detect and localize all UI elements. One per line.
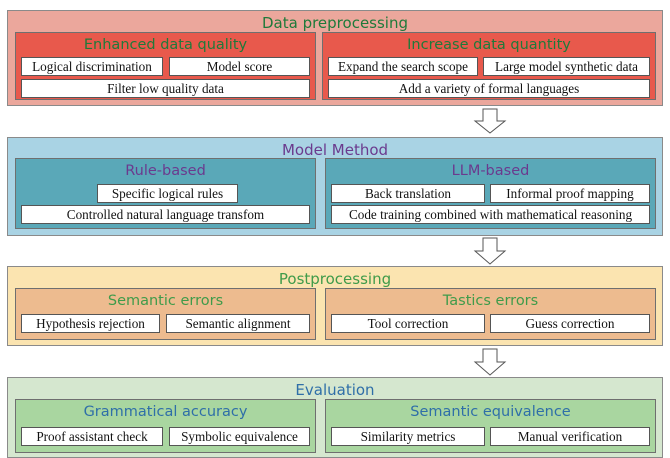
- subsection-title-semantic-equivalence: Semantic equivalence: [410, 404, 571, 420]
- subsection-title-increase-data-quantity: Increase data quantity: [407, 37, 571, 53]
- box-tool-correction: Tool correction: [331, 314, 485, 333]
- box-semantic-alignment: Semantic alignment: [166, 314, 310, 333]
- box-hypothesis-rejection: Hypothesis rejection: [21, 314, 160, 333]
- box-informal-proof-mapping: Informal proof mapping: [490, 184, 650, 203]
- box-specific-logical-rules: Specific logical rules: [97, 184, 238, 203]
- box-large-model-synthetic-data: Large model synthetic data: [483, 57, 650, 76]
- subsection-title-semantic-errors: Semantic errors: [107, 293, 224, 309]
- box-back-translation: Back translation: [331, 184, 485, 203]
- section-title-model-method: Model Method: [281, 141, 389, 159]
- box-guess-correction: Guess correction: [490, 314, 650, 333]
- box-manual-verification: Manual verification: [490, 427, 650, 446]
- box-filter-low-quality-data: Filter low quality data: [21, 79, 310, 98]
- subsection-title-rule-based: Rule-based: [125, 163, 206, 179]
- section-title-postprocessing: Postprocessing: [278, 270, 392, 288]
- box-controlled-natural-language: Controlled natural language transfom: [21, 205, 310, 224]
- subsection-title-tastics-errors: Tastics errors: [442, 293, 539, 309]
- down-arrow-icon: [473, 237, 507, 265]
- box-logical-discrimination: Logical discrimination: [21, 57, 163, 76]
- down-arrow-icon: [473, 108, 507, 134]
- box-similarity-metrics: Similarity metrics: [331, 427, 485, 446]
- box-proof-assistant-check: Proof assistant check: [21, 427, 163, 446]
- box-code-training-math-reasoning: Code training combined with mathematical…: [331, 205, 650, 224]
- section-title-evaluation: Evaluation: [295, 381, 375, 399]
- section-title-data-preprocessing: Data preprocessing: [261, 14, 408, 32]
- subsection-title-llm-based: LLM-based: [451, 163, 530, 179]
- box-expand-search-scope: Expand the search scope: [328, 57, 478, 76]
- subsection-title-grammatical-accuracy: Grammatical accuracy: [83, 404, 248, 420]
- down-arrow-icon: [473, 348, 507, 376]
- box-model-score: Model score: [169, 57, 310, 76]
- box-add-formal-languages: Add a variety of formal languages: [328, 79, 650, 98]
- box-symbolic-equivalence: Symbolic equivalence: [169, 427, 310, 446]
- subsection-title-enhanced-data-quality: Enhanced data quality: [83, 37, 248, 53]
